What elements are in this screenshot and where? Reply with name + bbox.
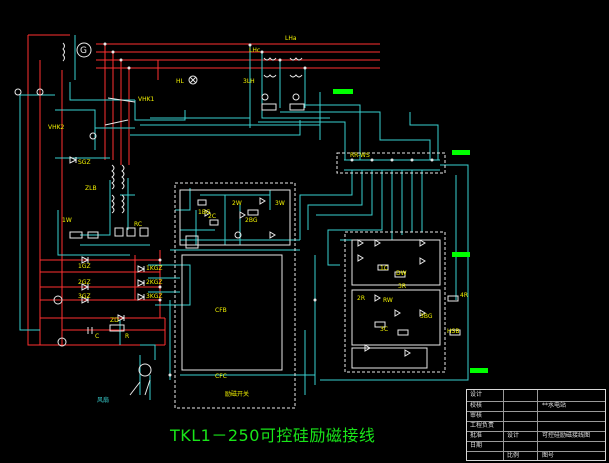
diode-3gz (81, 296, 90, 304)
dashed-boxes (174, 152, 446, 409)
label-2kgz: 2KGZ (146, 279, 163, 286)
diode-sgz (69, 156, 78, 164)
title-block-row: 工程负责 (467, 421, 605, 431)
label-vhk1: VHK1 (138, 96, 155, 103)
title-block-divider (503, 390, 504, 460)
control-wiring (19, 35, 469, 400)
label-vhk2: VHK2 (48, 124, 65, 131)
label-cfc: CFC (215, 373, 227, 380)
label-1kgz: 1KGZ (146, 265, 163, 272)
zlb-coil-2 (121, 164, 125, 190)
label-1bg: 1BG (198, 209, 211, 216)
trigger-board (344, 231, 446, 373)
title-block-cell: 设计 (470, 391, 483, 398)
label-2gz: 2GZ (78, 279, 91, 286)
label-3gz: 3GZ (78, 293, 91, 300)
label-c: C (95, 333, 99, 340)
label-3c: 3C (380, 326, 388, 333)
label-hsb: HSB (447, 328, 459, 335)
fan-motor-icon (138, 363, 152, 377)
green-markers (333, 89, 488, 373)
scr-3kgz (137, 293, 146, 301)
label-3kgz: 3KGZ (146, 293, 163, 300)
label-3r: 3R (398, 283, 406, 290)
terminals (103, 42, 434, 377)
main-control-board (174, 182, 296, 409)
title-block-cell: 工程负责 (470, 422, 495, 429)
labels: G LHc LHa HL 3LH VHK1 VHK2 SGZ ZLB CFB C… (48, 35, 468, 404)
title-block-cell: 日期 (470, 442, 483, 449)
title-block-row: 批准 设计 可控硅励磁接线图 (467, 431, 605, 441)
scr-2kgz (137, 279, 146, 287)
meter-icon-3 (89, 132, 97, 140)
lha-coil-2 (289, 57, 303, 61)
title-block-divider (537, 390, 538, 460)
title-block-row: 日期 (467, 441, 605, 451)
diode-2gz (81, 283, 90, 291)
components (14, 42, 461, 396)
label-r: R (125, 333, 129, 340)
field-coil (62, 42, 65, 62)
label-zlb: ZLB (85, 185, 97, 192)
lha-coil-4 (289, 74, 303, 78)
title-block-cell: 图号 (542, 452, 555, 459)
terminal-strip (336, 152, 446, 174)
title-block-cell: 比例 (507, 452, 520, 459)
inner-boxes (179, 189, 441, 371)
title-block-cell: 设计 (507, 432, 520, 439)
title-block-cell: 校核 (470, 402, 483, 409)
label-switch: 励磁开关 (225, 390, 249, 398)
title-block-cell: 可控硅励磁接线图 (542, 432, 591, 439)
label-2bg: 2BG (245, 217, 258, 224)
title-block-cell: **水电站 (542, 402, 567, 409)
title-block-row: 校核 **水电站 (467, 401, 605, 411)
title-block-row: 比例 图号 (467, 451, 605, 461)
scr-1kgz (137, 265, 146, 273)
meter-icon-1 (14, 88, 22, 96)
label-1gz: 1GZ (78, 263, 91, 270)
label-lha: LHa (285, 35, 297, 42)
title-block: 设计校核**水电站审核工程负责批准设计可控硅励磁接线图日期比例图号 (466, 389, 606, 461)
label-3w: 3W (275, 200, 285, 207)
label-generator: G (80, 46, 87, 56)
label-2w: 2W (232, 200, 242, 207)
generator-symbol (76, 42, 92, 58)
label-dw: DW (396, 270, 407, 277)
diode-zd (117, 314, 126, 322)
meter-icon-2 (36, 88, 44, 96)
title-block-row: 设计 (467, 391, 605, 401)
label-lhc: LHc (249, 47, 260, 54)
zlb-coil-1 (111, 164, 115, 190)
label-sgz: SGZ (78, 159, 91, 166)
diode-1gz (81, 256, 90, 264)
label-2c: 2C (208, 213, 216, 220)
title-block-row: 审核 (467, 411, 605, 421)
lha-coil-1 (263, 57, 277, 61)
lha-coil-3 (263, 74, 277, 78)
label-3bg: 3BG (420, 313, 433, 320)
label-1w: 1W (62, 217, 72, 224)
hl-lamp-icon (188, 75, 198, 85)
drawing-title: TKL1－250可控硅励磁接线 (170, 426, 376, 445)
label-rw: RW (383, 297, 393, 304)
label-terminal: RR-WS (350, 152, 370, 159)
label-2r: 2R (357, 295, 365, 302)
zlb-coil-4 (121, 194, 125, 214)
label-zd: ZD (110, 317, 119, 324)
label-cfb: CFB (215, 307, 227, 314)
meter-icon-4 (53, 295, 63, 305)
label-3lh: 3LH (243, 78, 255, 85)
zlb-coil-3 (111, 194, 115, 214)
label-fan: 风扇 (97, 396, 109, 404)
title-block-cell: 批准 (470, 432, 483, 439)
meter-icon-5 (57, 337, 67, 347)
title-block-cell: 审核 (470, 412, 483, 419)
label-1c: 1C (380, 265, 388, 272)
label-4r: 4R (460, 292, 468, 299)
label-rc: RC (134, 221, 142, 228)
label-hl: HL (176, 78, 185, 85)
